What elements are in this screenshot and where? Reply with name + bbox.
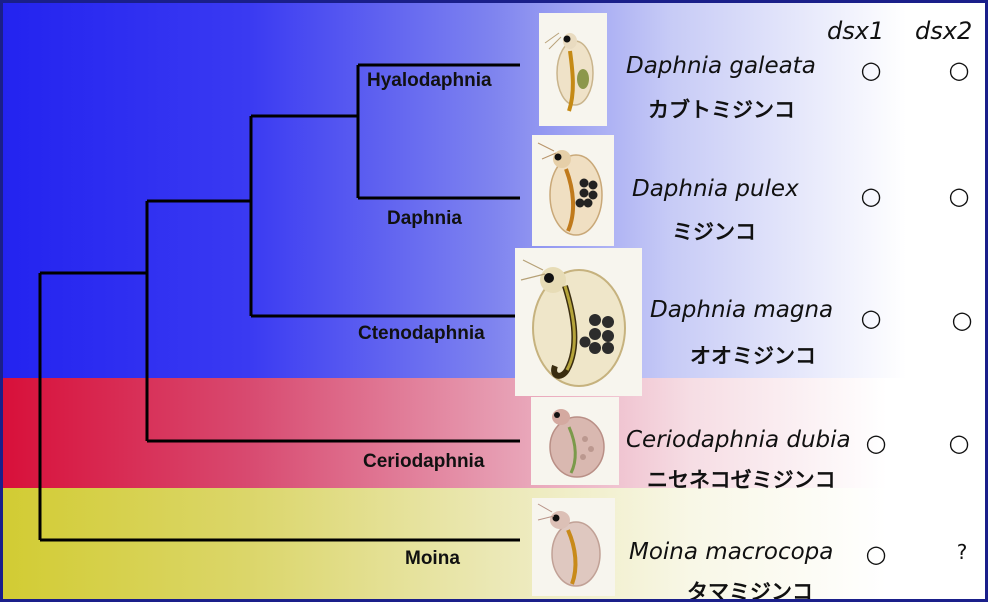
phylogenetic-tree [3, 3, 985, 599]
column-header-dsx2: dsx2 [915, 17, 972, 45]
japanese-name-daphnia-magna: オオミジンコ [690, 340, 816, 370]
photo-daphnia-galeata [539, 13, 607, 126]
dsx2-mark-daphnia-pulex: ○ [944, 182, 974, 210]
dsx1-mark-daphnia-galeata: ○ [856, 56, 886, 84]
species-name-daphnia-galeata: Daphnia galeata [626, 53, 816, 79]
clade-label-ceriodaphnia: Ceriodaphnia [363, 451, 484, 473]
dsx2-mark-moina-macrocopa: ? [947, 540, 977, 564]
dsx2-mark-daphnia-magna: ○ [947, 306, 977, 334]
dsx2-mark-daphnia-galeata: ○ [944, 56, 974, 84]
photo-daphnia-magna [515, 248, 642, 396]
clade-label-moina: Moina [405, 548, 460, 570]
japanese-name-ceriodaphnia-dubia: ニセネコゼミジンコ [647, 464, 836, 494]
japanese-name-daphnia-pulex: ミジンコ [672, 216, 756, 246]
japanese-name-moina-macrocopa: タマミジンコ [687, 576, 813, 599]
slide: Hyalodaphnia Daphnia Ctenodaphnia Ceriod… [3, 3, 985, 599]
clade-label-daphnia: Daphnia [387, 208, 462, 230]
photo-daphnia-pulex [532, 135, 614, 246]
dsx1-mark-ceriodaphnia-dubia: ○ [861, 429, 891, 457]
species-name-ceriodaphnia-dubia: Ceriodaphnia dubia [626, 427, 851, 453]
photo-ceriodaphnia-dubia [531, 397, 619, 485]
japanese-name-daphnia-galeata: カブトミジンコ [648, 94, 795, 124]
species-name-daphnia-pulex: Daphnia pulex [632, 176, 799, 202]
species-name-daphnia-magna: Daphnia magna [650, 297, 833, 323]
dsx2-mark-ceriodaphnia-dubia: ○ [944, 429, 974, 457]
species-name-moina-macrocopa: Moina macrocopa [629, 539, 833, 565]
clade-label-ctenodaphnia: Ctenodaphnia [358, 323, 485, 345]
dsx1-mark-daphnia-magna: ○ [856, 304, 886, 332]
clade-label-hyalodaphnia: Hyalodaphnia [367, 70, 492, 92]
dsx1-mark-daphnia-pulex: ○ [856, 182, 886, 210]
column-header-dsx1: dsx1 [827, 17, 884, 45]
photo-moina-macrocopa [532, 498, 615, 596]
dsx1-mark-moina-macrocopa: ○ [861, 540, 891, 568]
